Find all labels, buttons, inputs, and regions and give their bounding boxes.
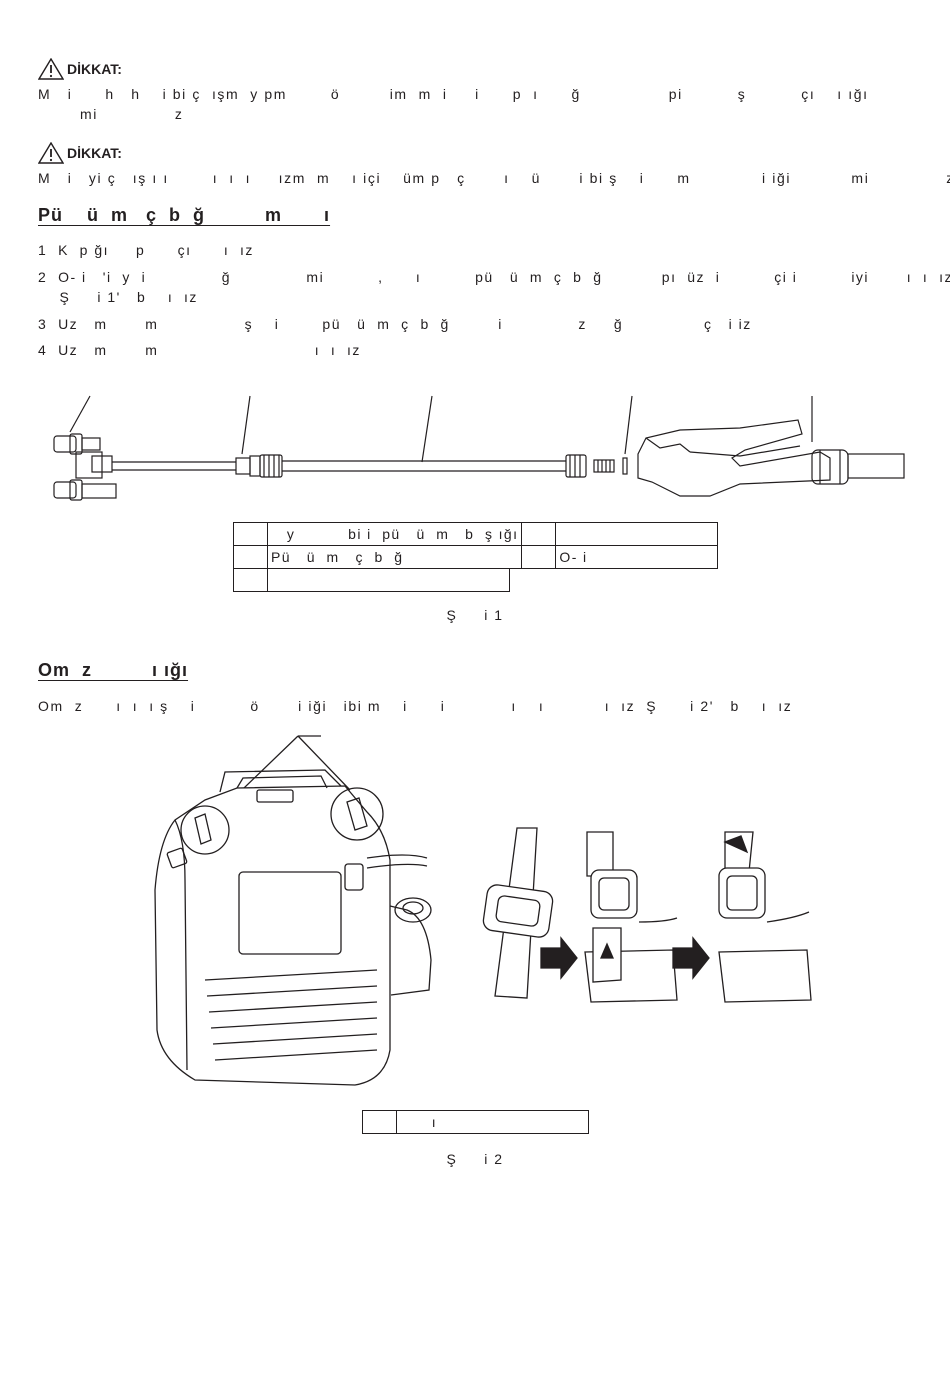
caution-title-1: DİKKAT: [38,58,122,80]
step-item: Ş i 1' b ı ız [38,289,198,305]
table-cell [267,568,510,592]
caution-label: DİKKAT: [67,145,122,161]
section-heading-1: Pü ü m ç b ğ m ı [38,205,331,225]
figure2-legend-table: ı [362,1110,589,1134]
table-cell [362,1110,397,1134]
warning-icon [38,58,64,80]
section-heading-2: Om z ı ığı [38,660,189,680]
backpack-figure [154,735,432,1086]
warning-icon [38,142,64,164]
caution-text-line: mi z [80,106,184,122]
strap-adjustment-figure [482,827,812,1003]
caution-title-2: DİKKAT: [38,142,122,164]
table-row: Pü ü m ç b ğ O- i [233,545,718,569]
table-cell [555,522,718,546]
table-row [233,568,510,592]
caution-text-line: M i h h i bi ç ışm y pm ö im m i i p ı ğ… [38,86,869,102]
step-item: 2 O- i 'i y i ğ mi , ı pü ü m ç b ğ pı ü… [38,269,950,285]
step-item: 4 Uz m m ı ı ız [38,342,361,358]
caution-label: DİKKAT: [67,61,122,77]
table-cell [521,545,557,569]
figure-caption: Ş i 1 [446,607,504,623]
table-cell: y bi i pü ü m b ş ığı [266,522,523,546]
table-cell [233,545,268,569]
figure-caption: Ş i 2 [446,1151,504,1167]
table-row: ı [362,1110,589,1134]
figure1-legend-table: y bi i pü ü m b ş ığı Pü ü m ç b ğ O- i [233,522,718,569]
table-cell: ı [396,1110,589,1134]
step-item: 1 K p ğı p çı ı ız [38,242,254,258]
table-cell [233,568,268,592]
table-cell [521,522,557,546]
caution-text-line: M i yi ç ış ı ı ı ı ı ızm m ı içi üm p ç… [38,170,950,186]
step-item: 3 Uz m m ş i pü ü m ç b ğ i z ğ ç i iz [38,316,752,332]
wand-assembly-figure [53,395,905,501]
table-cell: O- i [555,545,718,569]
table-row: y bi i pü ü m b ş ığı [233,522,718,546]
section-text: Om z ı ı ı ş i ö i iği ibi m i i ı ı ı ı… [38,698,793,714]
table-cell [233,522,268,546]
table-cell: Pü ü m ç b ğ [266,545,523,569]
figure1-legend-table-row3 [233,568,510,592]
